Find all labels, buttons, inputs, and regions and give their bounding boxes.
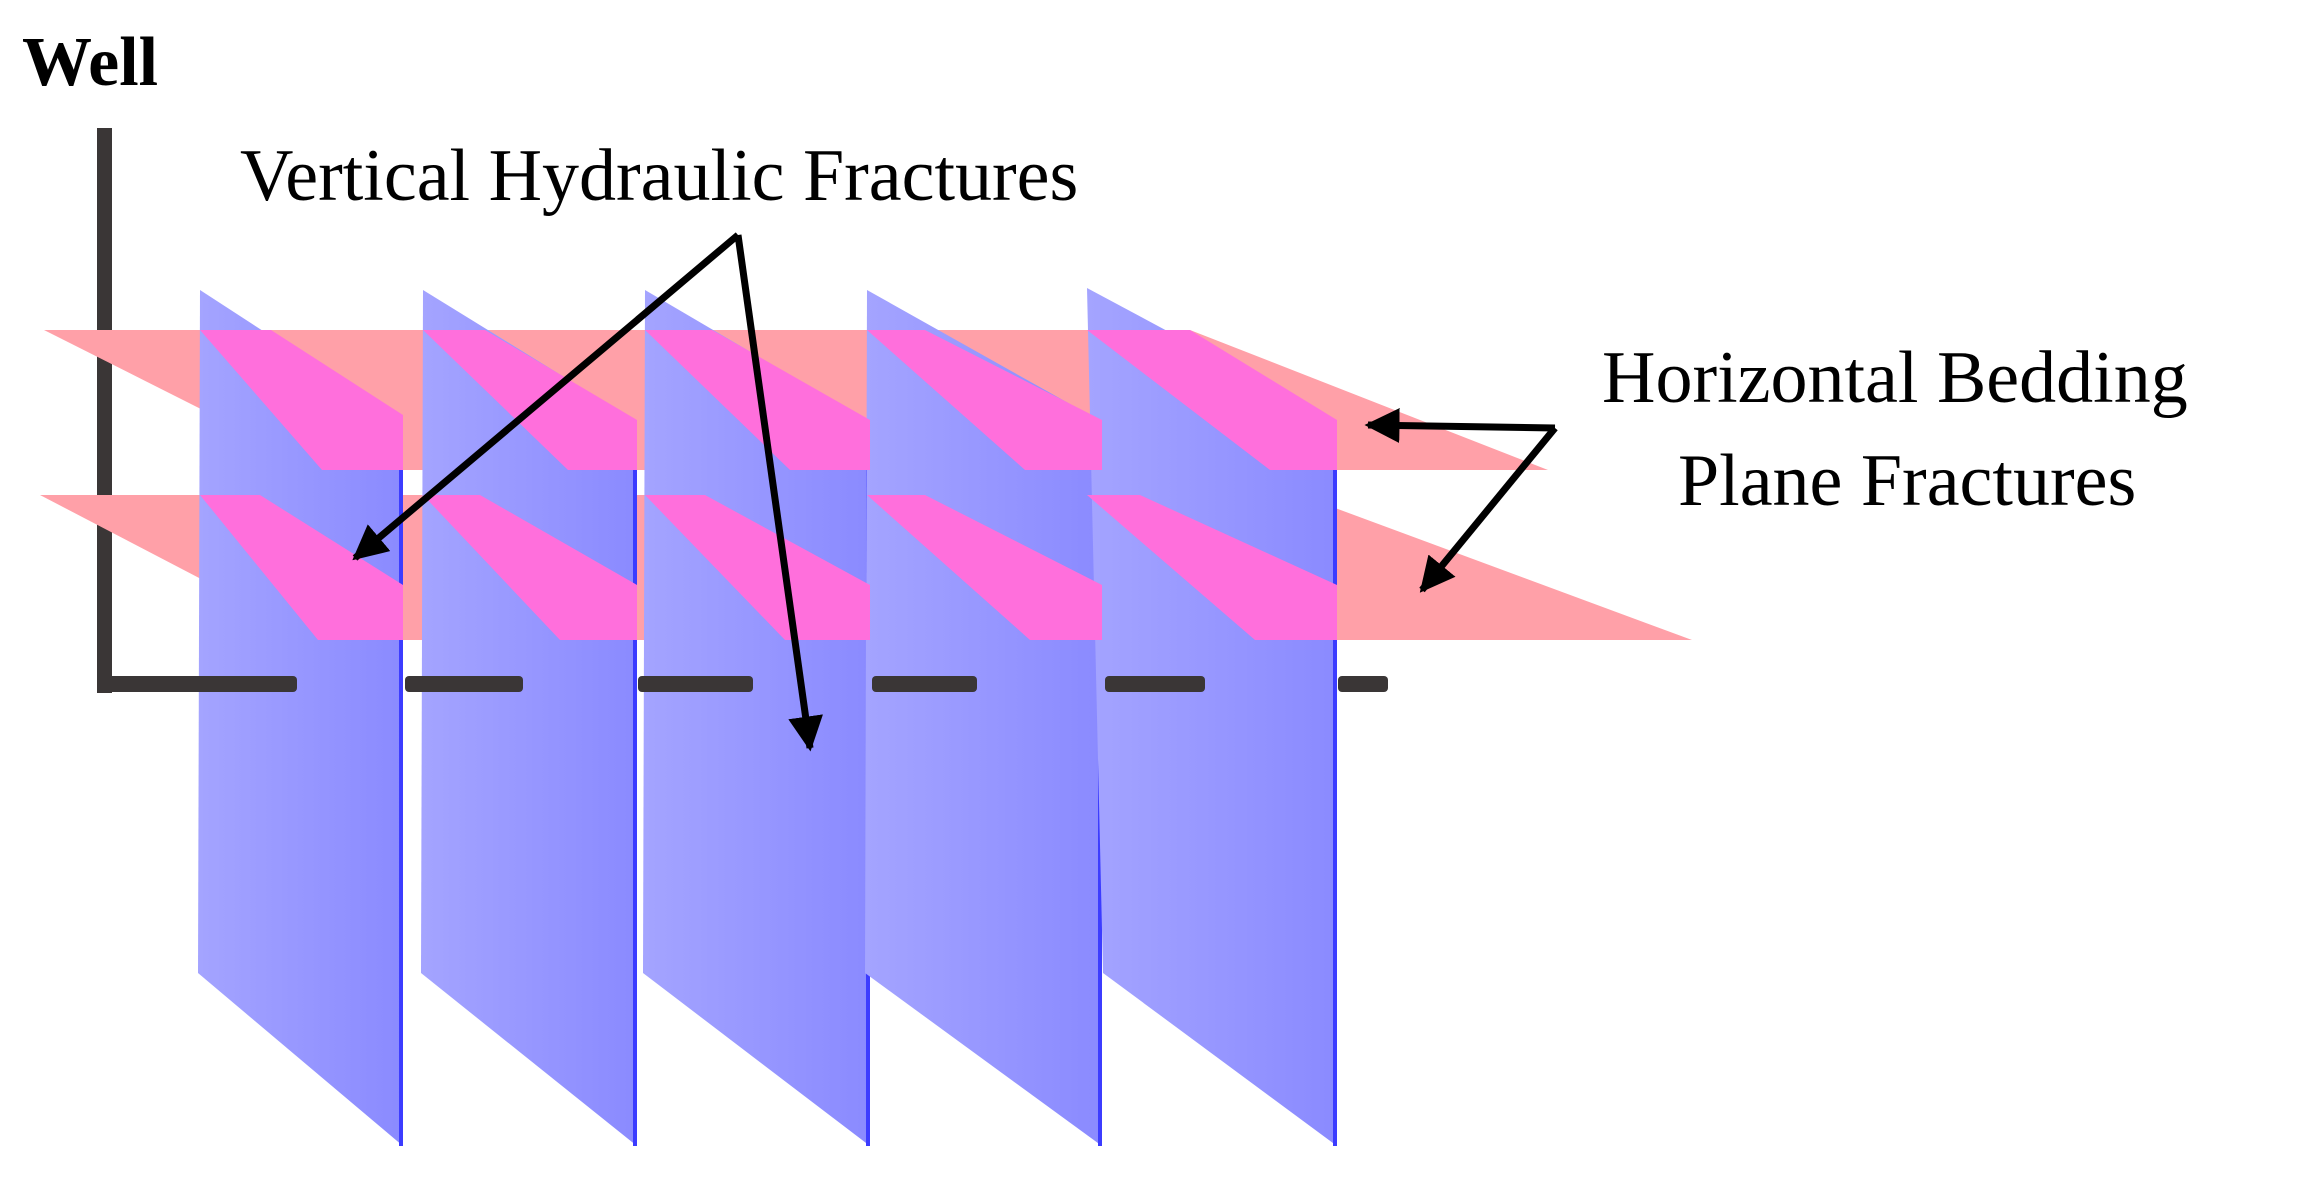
arrow-vertical-right <box>734 234 823 752</box>
arrow-horizontal-upper <box>1364 408 1556 444</box>
arrow-horizontal-lower <box>1419 425 1558 593</box>
horizontal-fractures-label-line2: Plane Fractures <box>1678 440 2136 522</box>
overlap-lower <box>200 495 1337 640</box>
arrows <box>352 232 1558 752</box>
vertical-fractures-label: Vertical Hydraulic Fractures <box>240 135 1078 217</box>
overlap-upper <box>200 330 1337 470</box>
well-label: Well <box>22 24 158 101</box>
horizontal-fractures-label-line1: Horizontal Bedding <box>1602 337 2188 419</box>
arrow-vertical-left <box>352 232 741 561</box>
well-horizontal-pipe <box>97 676 1388 692</box>
well-vertical-pipe <box>97 128 112 693</box>
